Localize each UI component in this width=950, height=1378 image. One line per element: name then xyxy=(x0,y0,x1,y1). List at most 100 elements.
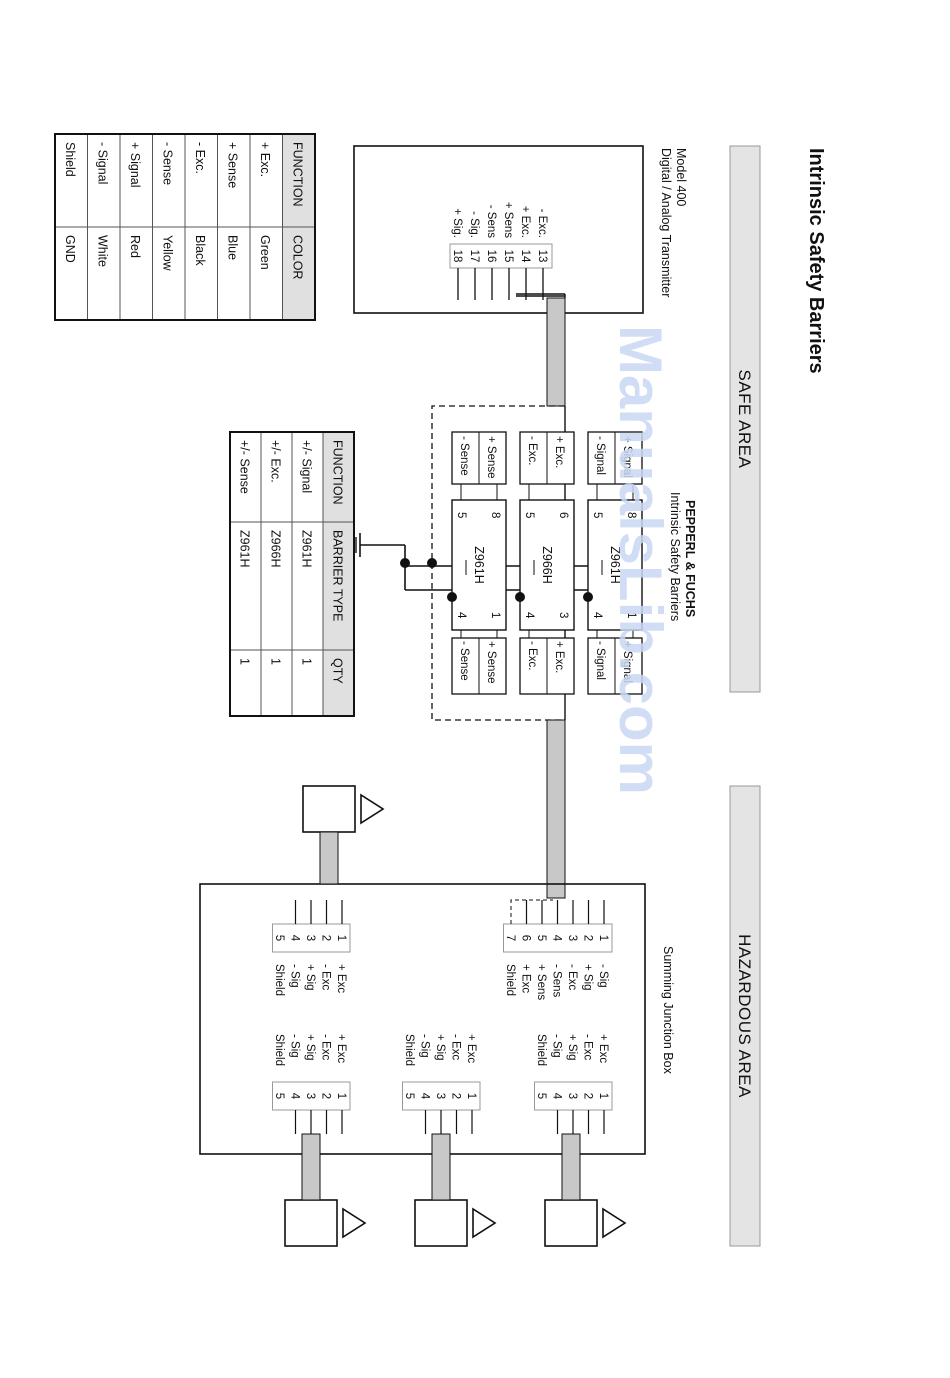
ground-icon xyxy=(351,533,437,590)
load-cell-cable xyxy=(561,1133,581,1201)
barrier-pin: 4 xyxy=(523,612,535,619)
junction-terminal-6: 6 xyxy=(520,935,532,941)
transmitter-terminal-15: 15 xyxy=(502,250,514,263)
junction-terminal-label: - Sig xyxy=(597,964,609,988)
load-cell-2 xyxy=(544,1133,627,1247)
barrier-haz-label: - Signal xyxy=(594,641,606,680)
barrier-table-header: QTY xyxy=(331,658,345,684)
junction-terminal-7: 7 xyxy=(504,935,516,941)
load-cell-cable xyxy=(319,831,339,885)
transmitter: Model 400 Digital / Analog Transmitter 1… xyxy=(353,145,688,314)
transmitter-terminal-label: + Sens xyxy=(502,202,514,238)
barrier-pin: 6 xyxy=(557,512,569,518)
color-table-border xyxy=(54,133,316,321)
transmitter-terminal-label: - Sig. xyxy=(468,211,480,238)
junction-terminal-2: 2 xyxy=(582,935,594,941)
safe-area-bar xyxy=(729,145,761,693)
color-table-cell: Red xyxy=(128,235,142,258)
transmitter-box xyxy=(353,145,644,314)
color-table-cell: - Sense xyxy=(161,142,175,185)
transmitter-terminal-label: + Exc. xyxy=(519,206,531,238)
barrier-table-cell: +/- Exc. xyxy=(269,440,283,483)
transmitter-terminal-label: + Sig. xyxy=(451,208,463,238)
color-table-cell: - Signal xyxy=(96,142,110,184)
load-cell-terminal-label: + Exc xyxy=(335,1034,347,1063)
barrier-safe-label: - Sense xyxy=(458,436,470,476)
junction-terminal-label: + Sig xyxy=(582,964,594,991)
junction-terminal-label: Shield xyxy=(504,964,516,996)
color-table-cell: - Exc. xyxy=(193,142,207,174)
page-title: Intrinsic Safety Barriers xyxy=(805,148,827,374)
load-cell-terminal-label: - Sig xyxy=(289,1034,301,1058)
load-cell-terminal-label: - Exc xyxy=(320,964,332,990)
junction-terminal-1: 1 xyxy=(597,935,609,941)
barrier-table-header: FUNCTION xyxy=(331,440,345,505)
load-cell-terminal-1: 1 xyxy=(597,1093,609,1099)
load-cells xyxy=(284,785,627,1247)
load-cell-terminal-2: 2 xyxy=(582,1093,594,1099)
load-cell-triangle-icon xyxy=(602,1207,627,1239)
load-cell-terminal-1: 1 xyxy=(335,935,347,941)
barrier-body xyxy=(451,499,507,631)
load-cell-body xyxy=(302,785,356,833)
transmitter-name: Digital / Analog Transmitter xyxy=(659,148,673,297)
color-table-cell: Shield xyxy=(63,142,77,177)
load-cell-terminal-2: 2 xyxy=(320,1093,332,1099)
barrier-pin: 1 xyxy=(625,612,637,618)
barrier-type-label: Z966H xyxy=(540,546,554,584)
barrier-safe-label: + Exc. xyxy=(553,436,565,468)
barrier-body xyxy=(587,499,643,631)
transmitter-terminal-13: 13 xyxy=(536,250,548,263)
barrier-type-label: Z961H xyxy=(608,546,622,584)
junction-terminal-5: 5 xyxy=(535,935,547,941)
load-cell-terminal-label: - Exc xyxy=(320,1034,332,1060)
color-table-cell: Blue xyxy=(226,235,240,260)
barrier-pin: 5 xyxy=(523,512,535,518)
color-table-cell: + Exc. xyxy=(258,142,272,177)
load-cell-terminal-2: 2 xyxy=(320,935,332,941)
safe-area-label: SAFE AREA xyxy=(735,370,754,469)
barrier-table-cell: Z966H xyxy=(269,530,283,568)
load-cell-cable xyxy=(431,1133,451,1201)
barrier-table-cell: 1 xyxy=(269,658,283,665)
barrier-haz-label: - Exc. xyxy=(526,641,538,670)
barrier-haz-label: + Exc. xyxy=(553,641,565,673)
load-cell-terminal-label: Shield xyxy=(273,964,285,996)
color-table-cell: Green xyxy=(258,235,272,270)
terminal-block-frame xyxy=(449,243,553,269)
junction-terminal-label: + Exc xyxy=(520,964,532,993)
barrier-safe-label: + Signal xyxy=(621,436,633,478)
barrier-pin: 5 xyxy=(591,512,603,518)
load-cell-body xyxy=(284,1199,338,1247)
hazardous-area-bar xyxy=(729,785,761,1247)
rotated-content: Intrinsic Safety Barriers SAFE AREA HAZA… xyxy=(54,133,827,1247)
barrier-pin: 5 xyxy=(455,512,467,518)
load-cell-cable xyxy=(301,1133,321,1201)
barrier-safe-label: - Signal xyxy=(594,436,606,475)
load-cell-terminal-1: 1 xyxy=(335,1093,347,1099)
barrier-pin: 4 xyxy=(591,612,603,619)
ground-junction-dot xyxy=(447,592,457,602)
barrier-pin: 8 xyxy=(489,512,501,518)
transmitter-model: Model 400 xyxy=(674,148,688,206)
load-cell-triangle-icon xyxy=(360,793,385,825)
load-cell-terminal-label: - Sig xyxy=(419,1034,431,1058)
barrier-brand: PEPPERL & FUCHS xyxy=(683,500,697,617)
color-table-cell: + Sense xyxy=(226,142,240,188)
load-cell-terminal-3: 3 xyxy=(434,1093,446,1099)
barrier-pin: 1 xyxy=(489,612,501,618)
load-cell-4 xyxy=(284,1133,367,1247)
color-table-cell: + Signal xyxy=(128,142,142,188)
transmitter-terminal-label: - Sens xyxy=(485,205,497,238)
barrier-table-header: BARRIER TYPE xyxy=(331,530,345,621)
load-cell-terminal-label: Shield xyxy=(403,1034,415,1066)
color-table-cell: GND xyxy=(63,235,77,263)
